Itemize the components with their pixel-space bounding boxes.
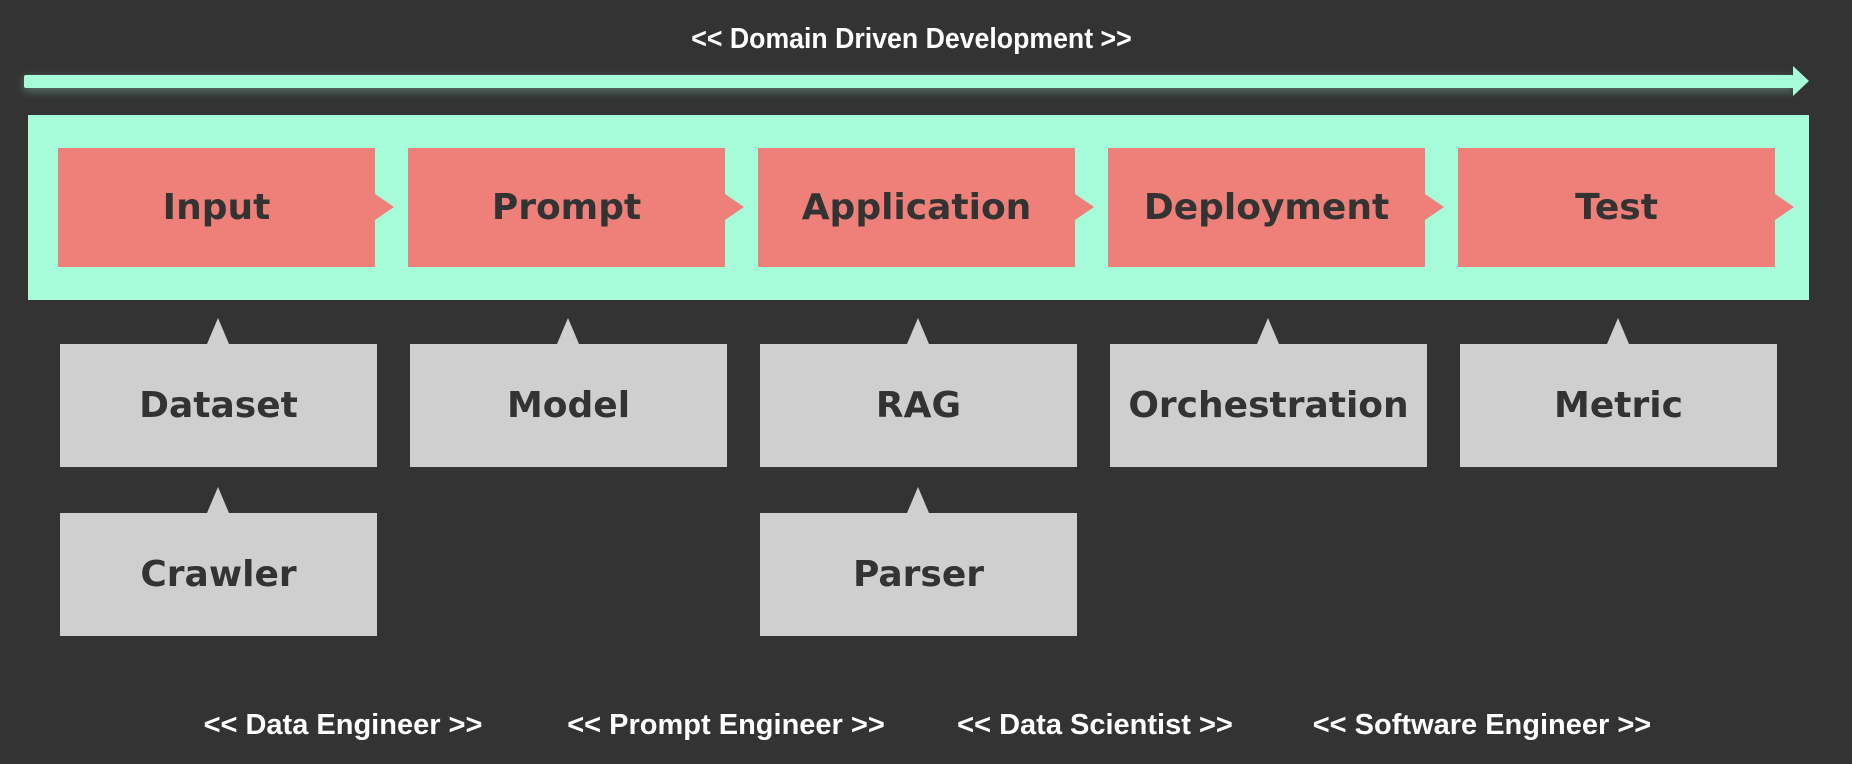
stage-input: Input xyxy=(58,148,394,267)
role-prompt-engineer: << Prompt Engineer >> xyxy=(567,709,885,741)
component-pointer xyxy=(907,318,929,344)
component-metric: Metric xyxy=(1460,318,1777,467)
stage-application: Application xyxy=(758,148,1094,267)
stage-deployment: Deployment xyxy=(1108,148,1444,267)
flow-arrow-head xyxy=(1793,66,1809,96)
component-pointer xyxy=(207,487,229,513)
component-pointer xyxy=(907,487,929,513)
stage-prompt: Prompt xyxy=(408,148,744,267)
stage-connector xyxy=(1075,194,1094,220)
stage-label: Deployment xyxy=(1143,187,1390,228)
stage-connector xyxy=(1775,194,1794,220)
component-label: Orchestration xyxy=(1128,385,1409,426)
flow-arrow-shaft xyxy=(24,75,1794,88)
stage-connector xyxy=(725,194,744,220)
component-orchestration: Orchestration xyxy=(1110,318,1427,467)
component-pointer xyxy=(207,318,229,344)
stage-label: Application xyxy=(801,187,1032,228)
component-pointer xyxy=(1257,318,1279,344)
stage-label: Prompt xyxy=(491,187,642,228)
stage-connector xyxy=(375,194,394,220)
component-dataset: Dataset xyxy=(60,318,377,467)
component-model: Model xyxy=(410,318,727,467)
role-software-engineer: << Software Engineer >> xyxy=(1312,709,1652,741)
component-label: RAG xyxy=(875,385,962,426)
diagram-title: << Domain Driven Development >> xyxy=(691,23,1132,55)
stage-connector xyxy=(1425,194,1444,220)
stage-label: Input xyxy=(162,187,271,228)
role-data-engineer: << Data Engineer >> xyxy=(203,709,483,741)
stage-test: Test xyxy=(1458,148,1794,267)
component-pointer xyxy=(557,318,579,344)
component-label: Metric xyxy=(1554,385,1683,426)
flow-arrow xyxy=(24,66,1809,96)
component-crawler: Crawler xyxy=(60,487,377,636)
component-pointer xyxy=(1607,318,1629,344)
component-label: Parser xyxy=(852,554,985,595)
role-data-scientist: << Data Scientist >> xyxy=(957,709,1233,741)
component-label: Crawler xyxy=(140,554,297,595)
component-label: Model xyxy=(506,385,631,426)
component-rag: RAG xyxy=(760,318,1077,467)
component-label: Dataset xyxy=(139,385,298,426)
component-parser: Parser xyxy=(760,487,1077,636)
stage-label: Test xyxy=(1575,187,1658,228)
